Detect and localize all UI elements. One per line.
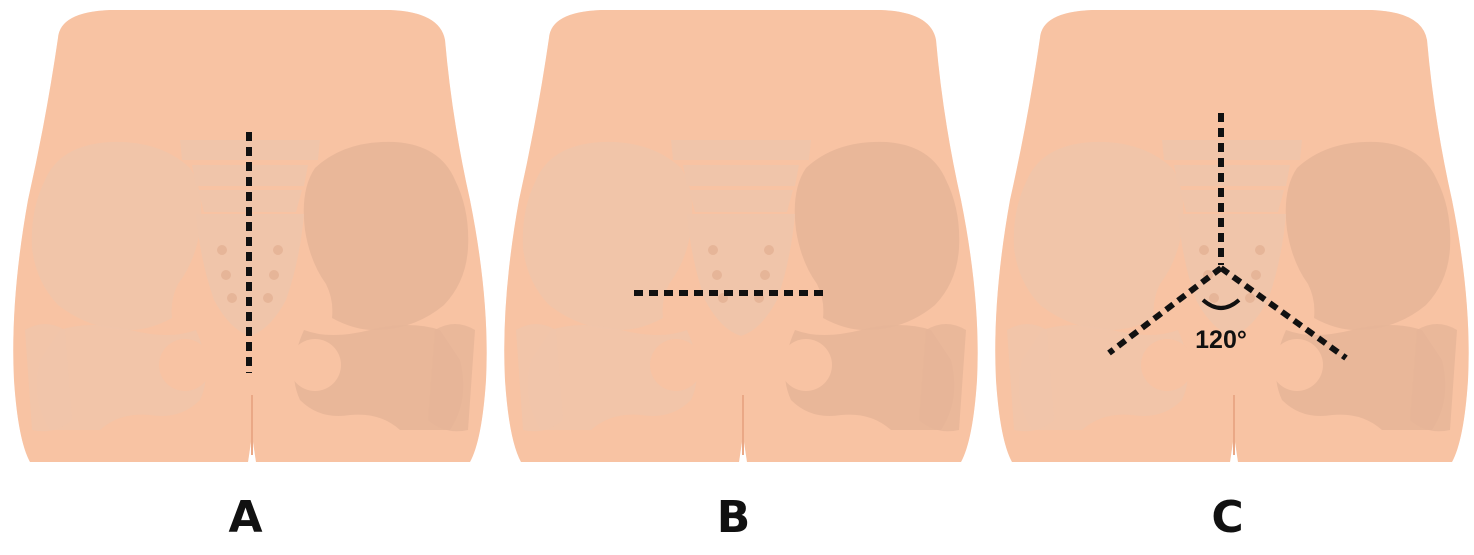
pelvis-illustration-b bbox=[491, 0, 982, 480]
pelvis-illustration-a bbox=[0, 0, 491, 480]
pelvis-illustration-c: 120° bbox=[982, 0, 1473, 480]
panel-label-c: C bbox=[982, 488, 1473, 548]
panel-b: B bbox=[491, 0, 982, 555]
angle-label: 120° bbox=[1195, 326, 1247, 354]
panel-label-b: B bbox=[488, 488, 979, 548]
panel-label-a: A bbox=[0, 488, 491, 548]
panel-a: A bbox=[0, 0, 491, 555]
panel-c: 120° C bbox=[982, 0, 1473, 555]
